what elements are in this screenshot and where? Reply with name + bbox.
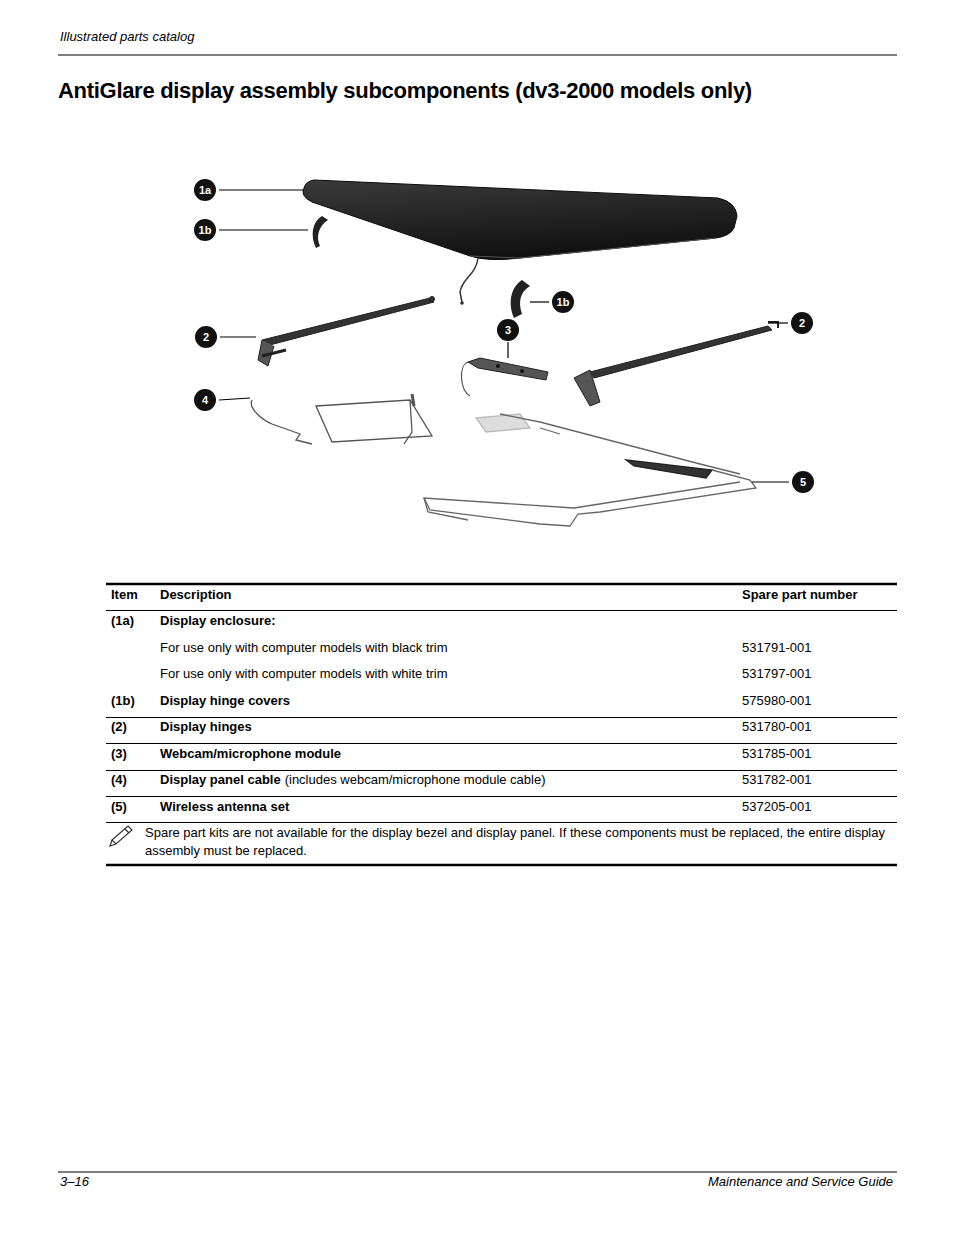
page-number: 3–16 <box>60 1174 89 1190</box>
item-number: (2) <box>111 719 127 735</box>
running-header: Illustrated parts catalog <box>60 29 194 45</box>
hinge-cover <box>511 280 530 318</box>
wireless-antenna <box>424 414 756 526</box>
callout-number: 1b <box>194 219 216 241</box>
table-header: Description <box>160 587 232 603</box>
item-number: (3) <box>111 746 127 762</box>
callout-text: 1b <box>199 225 212 236</box>
part-description: Display hinge covers <box>160 693 290 709</box>
part-number: 531780-001 <box>742 719 811 735</box>
callout-text: 1a <box>199 185 211 196</box>
callout-text: 5 <box>800 477 806 488</box>
callout-text: 3 <box>505 325 511 336</box>
part-number: 531785-001 <box>742 746 811 762</box>
callout-text: 2 <box>799 318 805 329</box>
display-hinge <box>574 322 778 406</box>
callout-number: 2 <box>791 312 813 334</box>
callout-number: 5 <box>792 471 814 493</box>
running-footer: Maintenance and Service Guide <box>708 1174 893 1190</box>
table-rules <box>106 584 897 865</box>
part-description: Display panel cable <box>160 772 281 788</box>
display-hinge <box>258 297 435 367</box>
display-panel-cable <box>251 394 432 444</box>
part-number: 537205-001 <box>742 799 811 815</box>
table-header: Item <box>111 587 138 603</box>
part-description: For use only with computer models with b… <box>160 640 448 656</box>
part-description: Wireless antenna set <box>160 799 289 815</box>
callout-text: 4 <box>202 395 208 406</box>
item-number: (1b) <box>111 693 135 709</box>
table-header: Spare part number <box>742 587 858 603</box>
callout-text: 2 <box>203 332 209 343</box>
part-description: Display enclosure: <box>160 613 276 629</box>
hinge-cover <box>313 216 328 248</box>
page-title: AntiGlare display assembly subcomponents… <box>58 78 752 104</box>
callout-text: 1b <box>557 297 570 308</box>
part-description: Display hinges <box>160 719 252 735</box>
part-number: 531797-001 <box>742 666 811 682</box>
webcam-module <box>461 358 548 396</box>
part-description: For use only with computer models with w… <box>160 666 448 682</box>
part-number: 531791-001 <box>742 640 811 656</box>
part-number: 531782-001 <box>742 772 811 788</box>
callout-number: 1a <box>194 179 216 201</box>
callout-number: 2 <box>195 326 217 348</box>
item-number: (1a) <box>111 613 134 629</box>
item-number: (4) <box>111 772 127 788</box>
item-number: (5) <box>111 799 127 815</box>
callout-number: 1b <box>552 291 574 313</box>
part-description: Webcam/microphone module <box>160 746 341 762</box>
part-description-detail: (includes webcam/microphone module cable… <box>285 772 546 788</box>
table-note: Spare part kits are not available for th… <box>145 824 885 860</box>
part-number: 575980-001 <box>742 693 811 709</box>
callout-number: 4 <box>194 389 216 411</box>
footer-rule <box>58 1172 897 1173</box>
callout-number: 3 <box>497 319 519 341</box>
note-icon <box>110 826 132 846</box>
header-rule <box>58 55 897 56</box>
callout-leaders <box>219 190 789 482</box>
